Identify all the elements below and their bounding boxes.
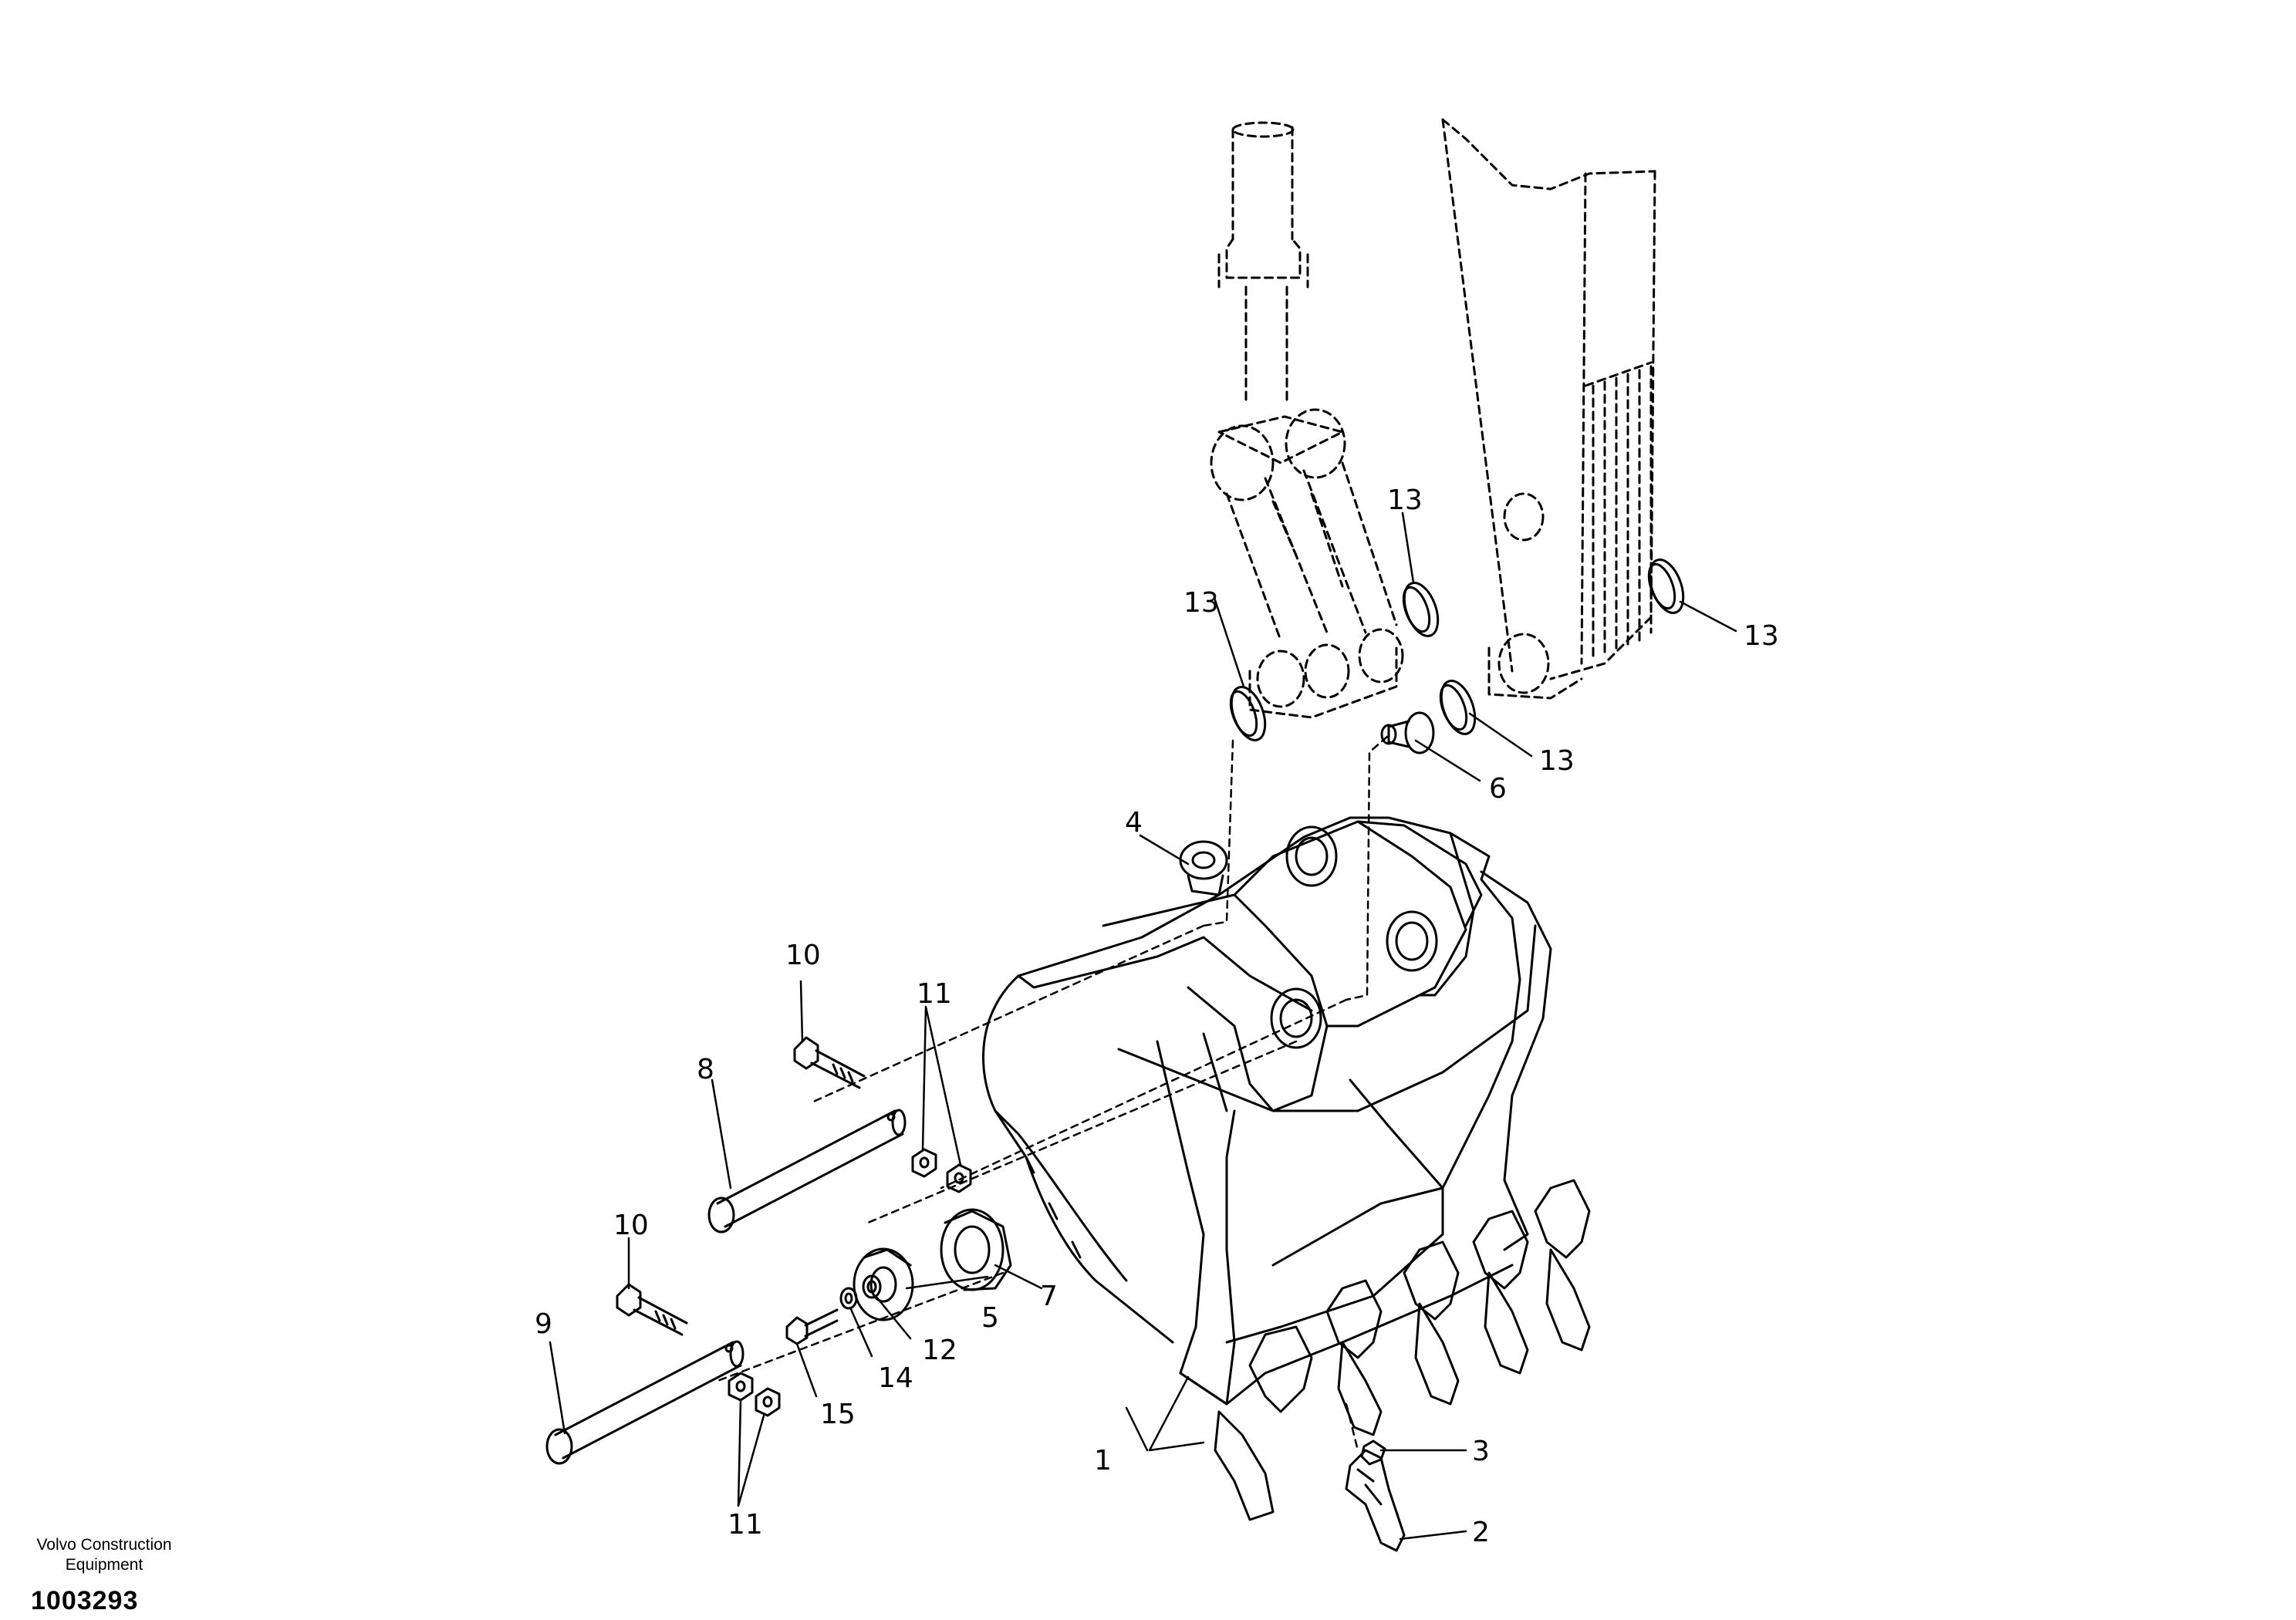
o-ring-13-upper	[1402, 582, 1440, 637]
callout-14: 14	[878, 1362, 913, 1394]
callout-13-top: 13	[1387, 484, 1423, 516]
nut-part-11	[728, 1148, 972, 1417]
assembly-guide-lines	[716, 735, 1389, 1452]
callout-5: 5	[981, 1302, 999, 1334]
callout-11-lower: 11	[728, 1509, 763, 1541]
callout-10-upper: 10	[785, 940, 821, 971]
callout-labels: 1 2 3 4 5 6 7 8 9 10 10 11 11 12 13 13 1…	[535, 484, 1779, 1548]
drawing-footer: Volvo Construction Equipment 1003293	[31, 1535, 177, 1616]
callout-6: 6	[1489, 773, 1507, 805]
callout-8: 8	[697, 1054, 714, 1085]
washer-part-12	[862, 1274, 882, 1299]
leader-lines	[549, 511, 1737, 1541]
manufacturer-line-1: Volvo Construction	[36, 1536, 172, 1554]
callout-12: 12	[922, 1335, 957, 1366]
callout-10-lower: 10	[613, 1210, 649, 1241]
pin-part-9	[545, 1340, 745, 1465]
callout-4: 4	[1125, 807, 1143, 839]
callout-11-upper: 11	[917, 978, 952, 1010]
callout-9: 9	[535, 1308, 552, 1340]
shim-part-5	[853, 1247, 914, 1321]
o-ring-13-right	[1647, 559, 1685, 614]
lifting-eye-part-4	[1179, 840, 1228, 896]
callout-13-middle: 13	[1539, 745, 1575, 777]
manufacturer-line-2: Equipment	[65, 1556, 144, 1574]
washer-part-14	[839, 1287, 858, 1310]
retainer-pin-part-3	[1360, 1439, 1386, 1466]
o-ring-13-middle	[1439, 680, 1477, 735]
bolt-part-10-lower	[616, 1283, 688, 1336]
callout-2: 2	[1472, 1517, 1490, 1548]
bucket-body	[982, 816, 1552, 1406]
bushing-part-6	[1380, 711, 1435, 754]
bucket-teeth-part-1	[1214, 1179, 1591, 1521]
callout-15: 15	[820, 1399, 856, 1430]
callout-13-right: 13	[1744, 620, 1779, 652]
arm-dashed	[1441, 118, 1656, 700]
drawing-number: 1003293	[31, 1586, 139, 1615]
callout-3: 3	[1472, 1436, 1490, 1467]
o-ring-13-left	[1229, 686, 1267, 741]
callout-7: 7	[1040, 1281, 1058, 1312]
spacer-part-7	[940, 1208, 1012, 1291]
callout-1: 1	[1094, 1445, 1112, 1477]
callout-13-left: 13	[1183, 587, 1219, 619]
screw-part-15	[785, 1308, 839, 1345]
bolt-part-10-upper	[793, 1036, 866, 1089]
tooth-part-2	[1345, 1449, 1406, 1552]
manufacturer-name: Volvo Construction Equipment	[31, 1535, 177, 1575]
pin-part-8	[707, 1109, 907, 1234]
cylinder-and-link-dashed	[1210, 121, 1404, 719]
